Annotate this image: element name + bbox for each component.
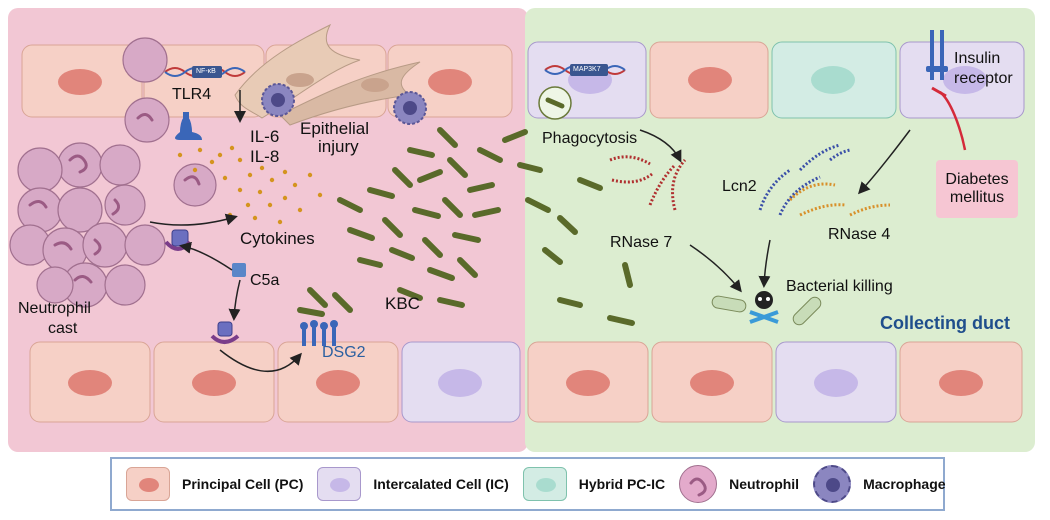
- legend-item-hybrid: Hybrid PC-IC: [522, 467, 666, 501]
- lcn2-label: Lcn2: [722, 178, 757, 195]
- neutrophil-nuclei: [28, 113, 201, 284]
- tlr4-label: TLR4: [172, 86, 212, 103]
- macrophage-icon: [261, 83, 427, 125]
- il6-label: IL-6: [250, 127, 280, 146]
- cytokine-dots: [177, 145, 323, 225]
- bacterial-killing-label: Bacterial killing: [786, 278, 893, 295]
- collecting-duct-label: Collecting duct: [880, 313, 1010, 333]
- c5a-icon: [232, 263, 246, 277]
- map3k7-dna-icon: [544, 64, 626, 76]
- neutrophil-icon: [679, 465, 718, 503]
- phagosome-icon: [538, 86, 572, 120]
- right-panel-collecting-duct: [525, 8, 1035, 452]
- neutrophil-label: Neutrophil: [18, 300, 91, 317]
- legend-label: Neutrophil: [729, 476, 800, 492]
- legend-label: Hybrid PC-IC: [578, 476, 666, 492]
- epithelial-label: Epithelial: [300, 119, 369, 138]
- legend-item-neutrophil: Neutrophil: [679, 465, 799, 503]
- rnase4-label: RNase 4: [828, 226, 891, 243]
- legend-label: Intercalated Cell (IC): [373, 476, 509, 492]
- principal-cell-icon: [126, 467, 170, 501]
- cast-label: cast: [48, 320, 78, 337]
- intercalated-cell-icon: [317, 467, 362, 501]
- rnase4-peptides: [788, 182, 891, 217]
- legend-label: Macrophage: [863, 476, 946, 492]
- legend: Principal Cell (PC) Intercalated Cell (I…: [110, 457, 946, 511]
- bacteria-cluster: [297, 127, 635, 326]
- rnase7-label: RNase 7: [610, 234, 673, 251]
- nfkb-dna-icon: [164, 66, 246, 78]
- insulin-receptor-icon: [926, 30, 948, 80]
- dsg2-icon: [300, 320, 338, 346]
- injury-label: injury: [318, 137, 359, 156]
- hybrid-cell-icon: [522, 467, 567, 501]
- phagocytosis-label: Phagocytosis: [542, 130, 638, 147]
- il8-label: IL-8: [250, 147, 280, 166]
- insulin-label: Insulin: [954, 50, 1001, 67]
- skull-crossbones-icon: [749, 291, 779, 324]
- legend-item-principal: Principal Cell (PC): [126, 467, 303, 501]
- map3k7-label: MAP3K7: [573, 66, 601, 73]
- macrophage-legend-icon: [813, 465, 852, 503]
- inhibition-bar: [931, 86, 947, 98]
- bottom-epithelial-row: [29, 341, 1023, 423]
- neutrophil-cast: [9, 37, 217, 308]
- legend-item-macrophage: Macrophage: [813, 465, 946, 503]
- legend-label: Principal Cell (PC): [182, 476, 304, 492]
- cytokines-label: Cytokines: [240, 229, 315, 248]
- tlr4-receptor-icon: [175, 112, 202, 140]
- nfkb-label: NF-κB: [196, 68, 216, 75]
- legend-item-intercalated: Intercalated Cell (IC): [317, 467, 509, 501]
- receptor-label: receptor: [954, 70, 1013, 87]
- rnase7-peptides: [609, 155, 687, 211]
- dead-bacteria-icon: [711, 295, 822, 326]
- dsg2-label: DSG2: [322, 344, 366, 361]
- c5a-label: C5a: [250, 272, 280, 289]
- lcn2-peptides: [758, 143, 851, 216]
- diabetes-label: Diabetes: [945, 170, 1009, 188]
- mellitus-label: mellitus: [949, 189, 1005, 206]
- pathway-arrows: [149, 90, 911, 373]
- kbc-label: KBC: [385, 294, 420, 313]
